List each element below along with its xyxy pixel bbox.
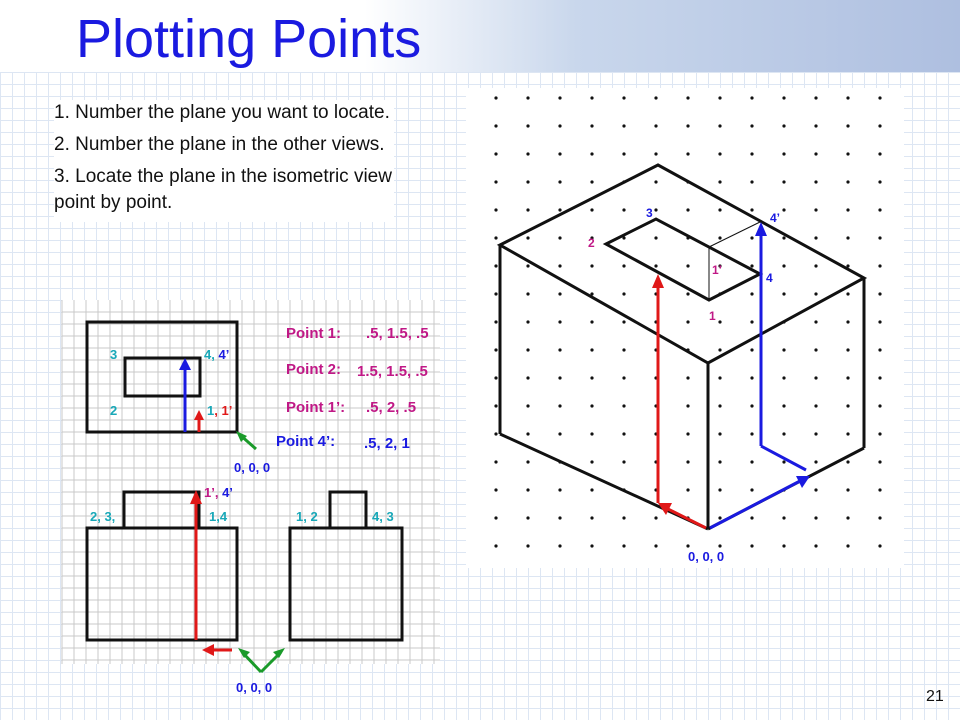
iso-blue-diagonal-arrow bbox=[709, 479, 801, 530]
iso-label-2: 2 bbox=[588, 236, 595, 250]
ortho-grid bbox=[61, 300, 440, 664]
slide-number: 21 bbox=[926, 688, 944, 705]
step-1: 1. Number the plane you want to locate. bbox=[54, 102, 390, 123]
orthographic-views: 3 4, 4’ 2 1, 1’ 0, 0, 0 1’, 4’ 2, 3, 1,4… bbox=[61, 300, 440, 695]
iso-label-4p: 4’ bbox=[770, 211, 780, 225]
top-view-slot bbox=[123, 356, 202, 398]
top-label-1: 1, 1’ bbox=[207, 403, 232, 418]
top-view: 3 4, 4’ 2 1, 1’ 0, 0, 0 bbox=[85, 320, 270, 475]
top-label-3: 3 bbox=[110, 347, 117, 362]
front-view-red-x-arrowhead bbox=[202, 644, 214, 656]
front-label-left: 2, 3, bbox=[90, 509, 115, 524]
iso-dot-grid bbox=[466, 88, 904, 568]
side-label-left: 1, 2 bbox=[296, 509, 318, 524]
step-2: 2. Number the plane in the other views. bbox=[54, 134, 385, 155]
isometric-view: 3 2 4’ 1’ 4 1 0, 0, 0 bbox=[466, 88, 904, 568]
top-view-blue-arrowhead bbox=[179, 358, 191, 370]
iso-label-1p: 1’ bbox=[712, 263, 722, 277]
ortho-origin-label: 0, 0, 0 bbox=[236, 680, 272, 695]
origin-green-arrowhead-left bbox=[238, 648, 250, 658]
iso-blue-vertical-arrowhead bbox=[755, 222, 767, 236]
iso-red-vertical-arrowhead bbox=[652, 274, 664, 288]
iso-label-1: 1 bbox=[709, 309, 716, 323]
points-table: Point 1: .5, 1.5, .5 Point 2: 1.5, 1.5, … bbox=[276, 325, 429, 452]
iso-blue-diagonal-arrowhead bbox=[796, 476, 810, 488]
point-1p-value: .5, 2, .5 bbox=[366, 399, 416, 416]
point-2-label: Point 2: bbox=[286, 361, 341, 378]
ortho-origin-marker: 0, 0, 0 bbox=[236, 648, 285, 695]
instruction-steps: 1. Number the plane you want to locate. … bbox=[54, 100, 394, 222]
point-1-value: .5, 1.5, .5 bbox=[366, 325, 429, 342]
top-view-outline bbox=[85, 320, 239, 434]
front-label-upper: 1’, 4’ bbox=[204, 485, 233, 500]
origin-green-arrowhead-right bbox=[273, 648, 285, 658]
top-label-4: 4, 4’ bbox=[204, 347, 229, 362]
top-view-green-arrowhead bbox=[236, 431, 247, 442]
side-label-right: 4, 3 bbox=[372, 509, 394, 524]
front-view-base bbox=[85, 526, 239, 642]
point-1p-label: Point 1’: bbox=[286, 399, 345, 416]
front-view-red-arrowhead bbox=[190, 490, 202, 504]
side-view-base bbox=[288, 526, 404, 642]
ortho-panel-background bbox=[62, 300, 440, 664]
side-view: 1, 2 4, 3 bbox=[288, 490, 404, 642]
front-view: 1’, 4’ 2, 3, 1,4 bbox=[85, 485, 239, 656]
point-1-label: Point 1: bbox=[286, 325, 341, 342]
iso-blue-horizontal-segment bbox=[760, 444, 807, 472]
top-view-red-arrowhead bbox=[194, 410, 204, 420]
top-label-2: 2 bbox=[110, 403, 117, 418]
front-label-right: 1,4 bbox=[209, 509, 228, 524]
top-view-origin-label: 0, 0, 0 bbox=[234, 460, 270, 475]
slide-title: Plotting Points bbox=[76, 9, 422, 69]
point-2-value: 1.5, 1.5, .5 bbox=[357, 363, 428, 380]
point-4p-value: .5, 2, 1 bbox=[364, 435, 410, 452]
step-3: 3. Locate the plane in the isometric vie… bbox=[54, 166, 392, 213]
iso-label-3: 3 bbox=[646, 206, 653, 220]
point-4p-label: Point 4’: bbox=[276, 433, 335, 450]
iso-red-diagonal-arrow bbox=[667, 507, 707, 530]
iso-red-diagonal-arrowhead bbox=[658, 503, 672, 515]
iso-origin-label: 0, 0, 0 bbox=[688, 549, 724, 564]
iso-label-4: 4 bbox=[766, 271, 773, 285]
header-band bbox=[0, 0, 960, 72]
iso-construction-line-2 bbox=[708, 221, 761, 248]
